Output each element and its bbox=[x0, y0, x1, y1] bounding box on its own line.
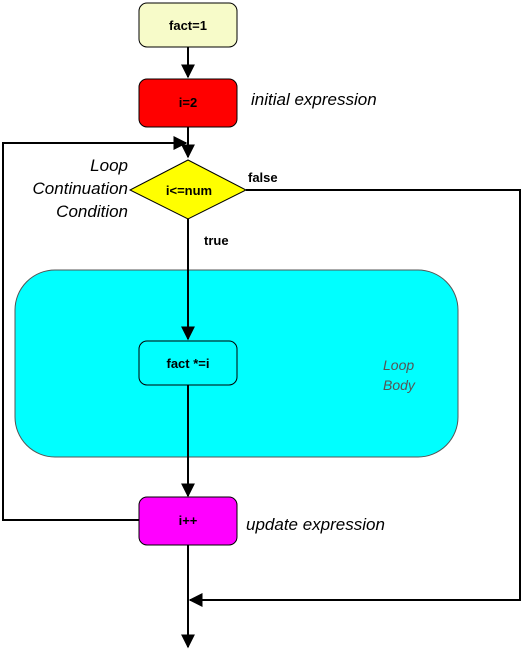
node-update bbox=[138, 496, 238, 546]
node-condition-label: i<=num bbox=[166, 183, 212, 198]
annotation-initial: initial expression bbox=[251, 90, 377, 109]
annotation-update: update expression bbox=[246, 515, 385, 534]
edge-label-false: false bbox=[248, 170, 278, 185]
loop-body-label-line2: Body bbox=[383, 377, 416, 393]
loop-body-label-line1: Loop bbox=[383, 357, 414, 373]
node-i-init-label: i=2 bbox=[179, 95, 197, 110]
connector-lines bbox=[2, 47, 521, 649]
edge-label-true: true bbox=[204, 233, 229, 248]
annotation-condition-line2: Continuation bbox=[33, 179, 128, 198]
node-body-statement-label: fact *=i bbox=[167, 356, 210, 371]
node-body-statement bbox=[138, 340, 238, 386]
node-condition bbox=[128, 159, 248, 220]
edge-loop-back bbox=[2, 136, 188, 521]
edge-condition-false bbox=[188, 189, 521, 607]
annotation-condition-line3: Condition bbox=[56, 202, 128, 221]
node-i-init bbox=[138, 78, 238, 128]
node-fact-init-label: fact=1 bbox=[169, 18, 207, 33]
node-fact-init bbox=[138, 2, 238, 48]
annotation-condition-line1: Loop bbox=[90, 156, 128, 175]
node-update-label: i++ bbox=[179, 513, 198, 528]
